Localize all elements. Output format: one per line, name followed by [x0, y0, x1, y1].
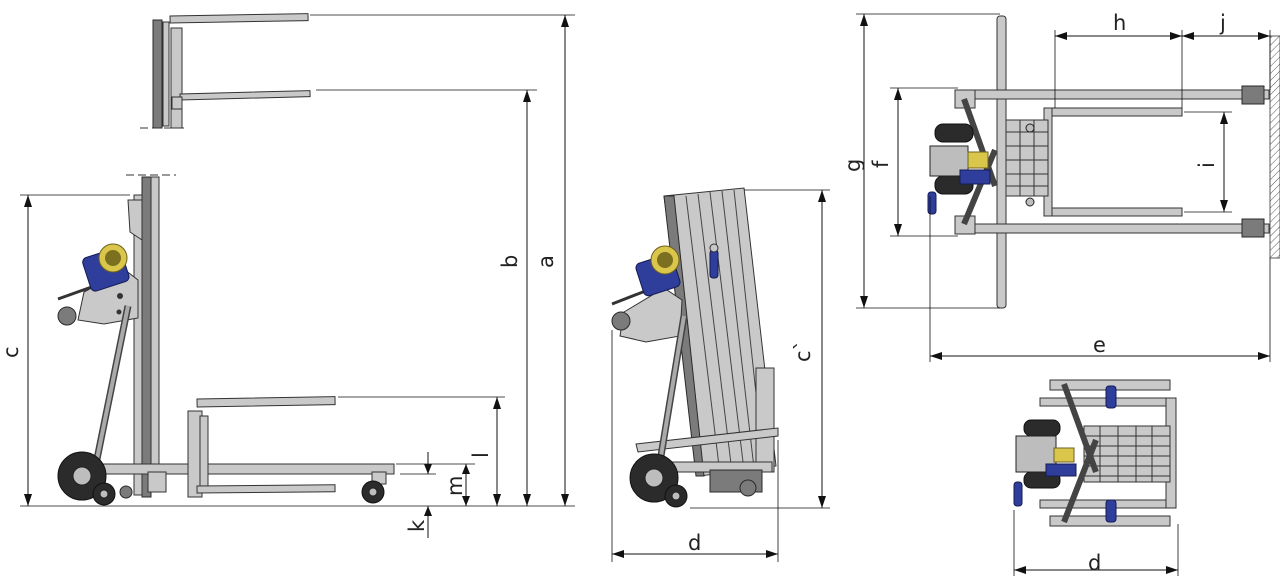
side-view-folded [611, 187, 779, 508]
label-h: h [1113, 11, 1126, 35]
label-l: l [469, 452, 493, 458]
label-f: f [869, 160, 893, 168]
label-j: j [1219, 11, 1226, 35]
top-view-folded [1013, 379, 1177, 527]
folded-top-dimensions [1013, 510, 1179, 576]
label-g: g [841, 159, 865, 172]
label-c: c [0, 346, 23, 358]
label-b: b [498, 255, 522, 268]
label-i: i [1195, 162, 1219, 168]
label-m: m [443, 476, 467, 496]
label-a: a [534, 255, 558, 268]
label-d-side: d [688, 531, 701, 555]
folded-view-dimensions [611, 189, 830, 562]
side-view-dimensions [20, 14, 575, 538]
top-view-extended [927, 15, 1280, 309]
side-view-extended [57, 13, 395, 506]
top-view-dimensions [856, 13, 1271, 362]
label-k: k [405, 519, 429, 532]
label-d-top: d [1088, 551, 1101, 575]
label-c-prime: c` [791, 340, 815, 362]
label-e: e [1093, 333, 1106, 357]
